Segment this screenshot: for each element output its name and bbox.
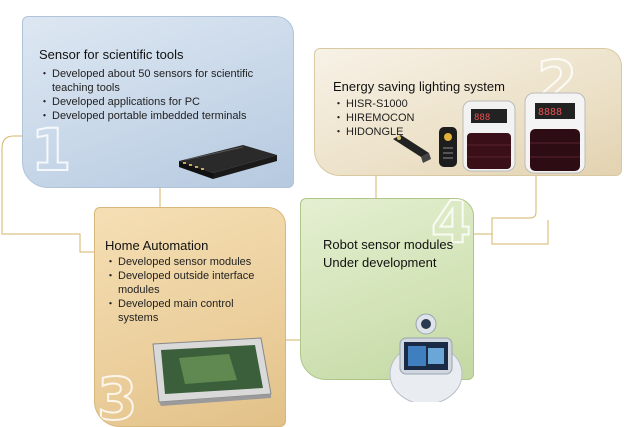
card-number-1: 1 (30, 116, 72, 184)
bullet-item: HIDONGLE (333, 125, 455, 139)
home-automation-card: 3 Home Automation Developed sensor modul… (94, 207, 286, 427)
bullet-item: Developed sensor modules (105, 255, 267, 269)
bullet-item: HIREMOCON (333, 111, 455, 125)
interface-box-image (179, 145, 277, 179)
sensor-card-title: Sensor for scientific tools (39, 47, 184, 62)
robot-head-image (389, 313, 463, 402)
robot-card-title: Robot sensor modules (323, 237, 454, 252)
energy-card: 2 Energy saving lighting system HISR-S10… (314, 48, 622, 176)
bullet-item: Developed applications for PC (39, 95, 277, 109)
svg-text:888: 888 (474, 113, 490, 123)
bullet-item: Developed portable imbedded terminals (39, 109, 277, 123)
dongle-image (393, 135, 431, 163)
home-card-title: Home Automation (105, 238, 209, 253)
energy-card-title: Energy saving lighting system (333, 79, 505, 94)
svg-text:8888: 8888 (538, 107, 562, 118)
bullet-item: Developed main control systems (105, 297, 267, 325)
card-number-3: 3 (96, 365, 138, 427)
sensor-card-bullets: Developed about 50 sensors for scientifi… (39, 67, 277, 123)
robot-card: 4 Robot sensor modules Under development (300, 198, 474, 380)
connector-1-3 (1, 135, 94, 253)
connector-2-4-loop (491, 174, 549, 245)
bullet-item: HISR-S1000 (333, 97, 455, 111)
robot-card-subtitle: Under development (323, 255, 437, 270)
controller-unit-1-image: 888 (462, 100, 516, 172)
bullet-item: Developed about 50 sensors for scientifi… (39, 67, 277, 95)
energy-card-bullets: HISR-S1000 HIREMOCON HIDONGLE (333, 97, 455, 139)
bullet-item: Developed outside interface modules (105, 269, 267, 297)
touch-panel-image (152, 337, 272, 406)
remote-control-image (439, 127, 457, 167)
controller-unit-2-image: 8888 (524, 92, 586, 174)
card-number-4: 4 (430, 198, 472, 256)
home-card-bullets: Developed sensor modules Developed outsi… (105, 255, 267, 325)
sensor-card: 1 Sensor for scientific tools Developed … (22, 16, 294, 188)
